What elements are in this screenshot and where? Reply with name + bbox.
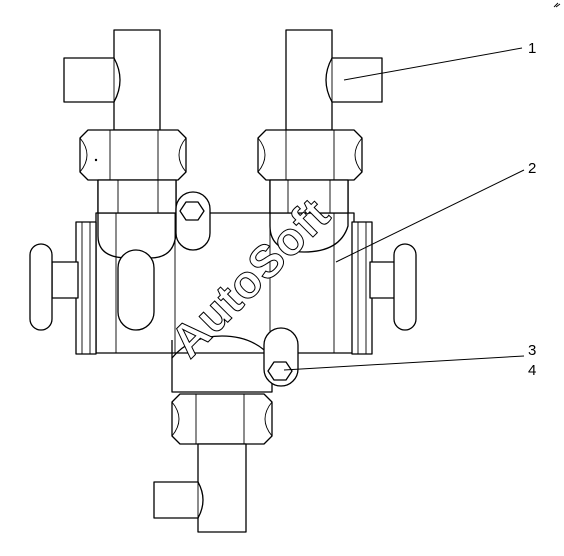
upper-left-valve bbox=[63, 29, 187, 214]
left-slot bbox=[117, 249, 155, 331]
upper-plug bbox=[175, 191, 211, 251]
callout-4: 4 bbox=[528, 362, 536, 379]
left-handle bbox=[29, 243, 79, 331]
lower-plug bbox=[263, 327, 299, 387]
corner-mark-icon bbox=[553, 2, 561, 8]
lower-valve bbox=[153, 393, 273, 533]
right-handle bbox=[369, 243, 417, 331]
callout-2: 2 bbox=[528, 160, 536, 177]
leader-1 bbox=[343, 47, 523, 81]
right-flange bbox=[351, 221, 373, 355]
left-flange bbox=[75, 221, 97, 355]
callout-3: 3 bbox=[528, 342, 536, 359]
leader-2 bbox=[335, 169, 525, 263]
upper-right-valve bbox=[257, 29, 383, 214]
callout-1: 1 bbox=[528, 40, 536, 57]
leader-3-4 bbox=[283, 355, 525, 371]
